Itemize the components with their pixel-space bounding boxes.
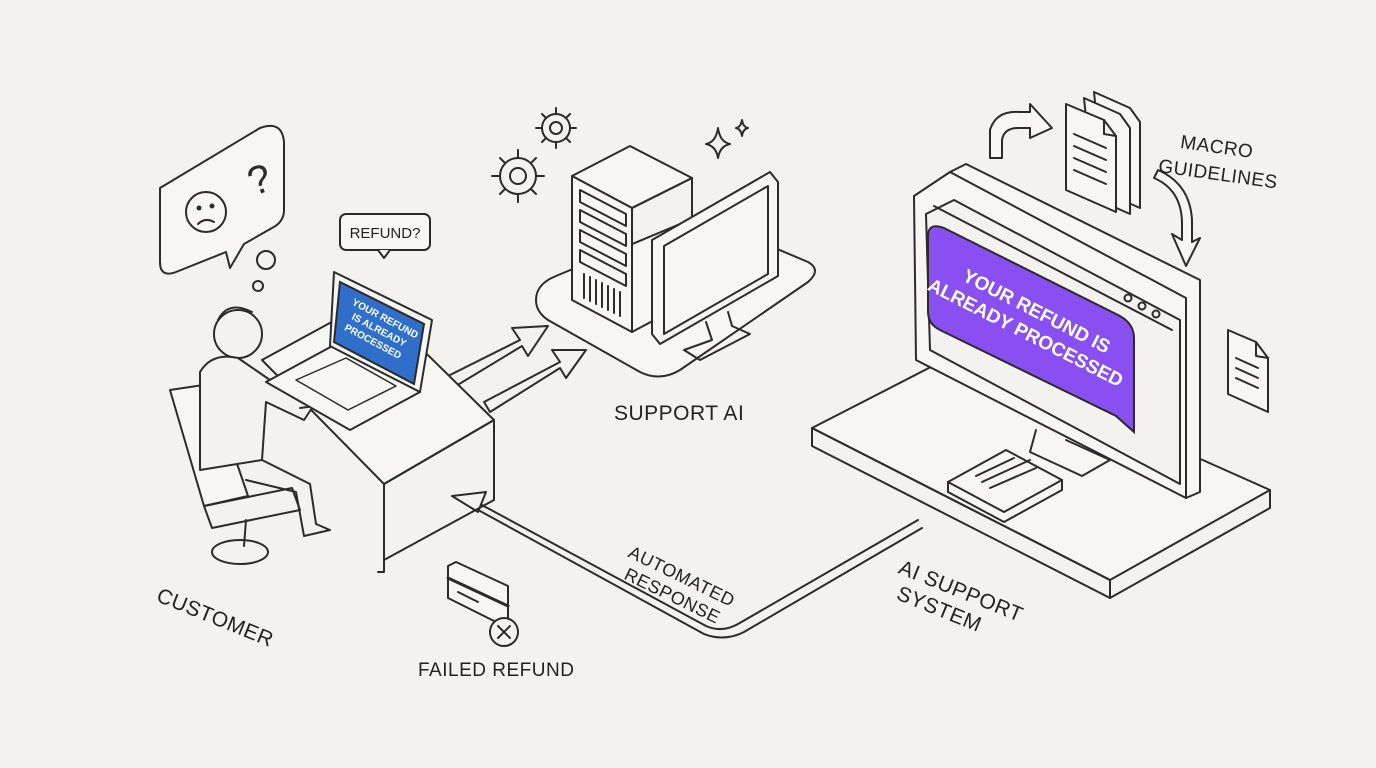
document-stack-icon [1065, 91, 1141, 215]
sad-face-icon [185, 191, 227, 233]
automated-response-path [451, 491, 923, 639]
confused-thought-bubble [159, 124, 285, 292]
failed-refund-card-icon [446, 561, 519, 647]
customer-person [199, 306, 331, 537]
curved-arrow-icon [989, 103, 1053, 159]
refund-question-text: REFUND? [350, 225, 421, 242]
curved-arrow-down-icon [1153, 169, 1201, 267]
support-ai-monitor [651, 171, 779, 361]
single-document-icon [1227, 329, 1269, 413]
server-tower [571, 145, 693, 333]
support-ai-label: SUPPORT AI [614, 402, 745, 425]
small-gear-icon [535, 107, 577, 149]
close-icon [497, 625, 511, 639]
laptop-screen: YOUR REFUND IS ALREADY PROCESSED [332, 280, 426, 386]
failed-refund-label: FAILED REFUND [418, 660, 575, 681]
sparkle-icon [705, 119, 749, 159]
ai-support-system-platform [811, 351, 1271, 599]
keyboard-document [947, 449, 1063, 523]
refund-question-bubble [339, 213, 431, 259]
gear-icon [491, 149, 545, 203]
